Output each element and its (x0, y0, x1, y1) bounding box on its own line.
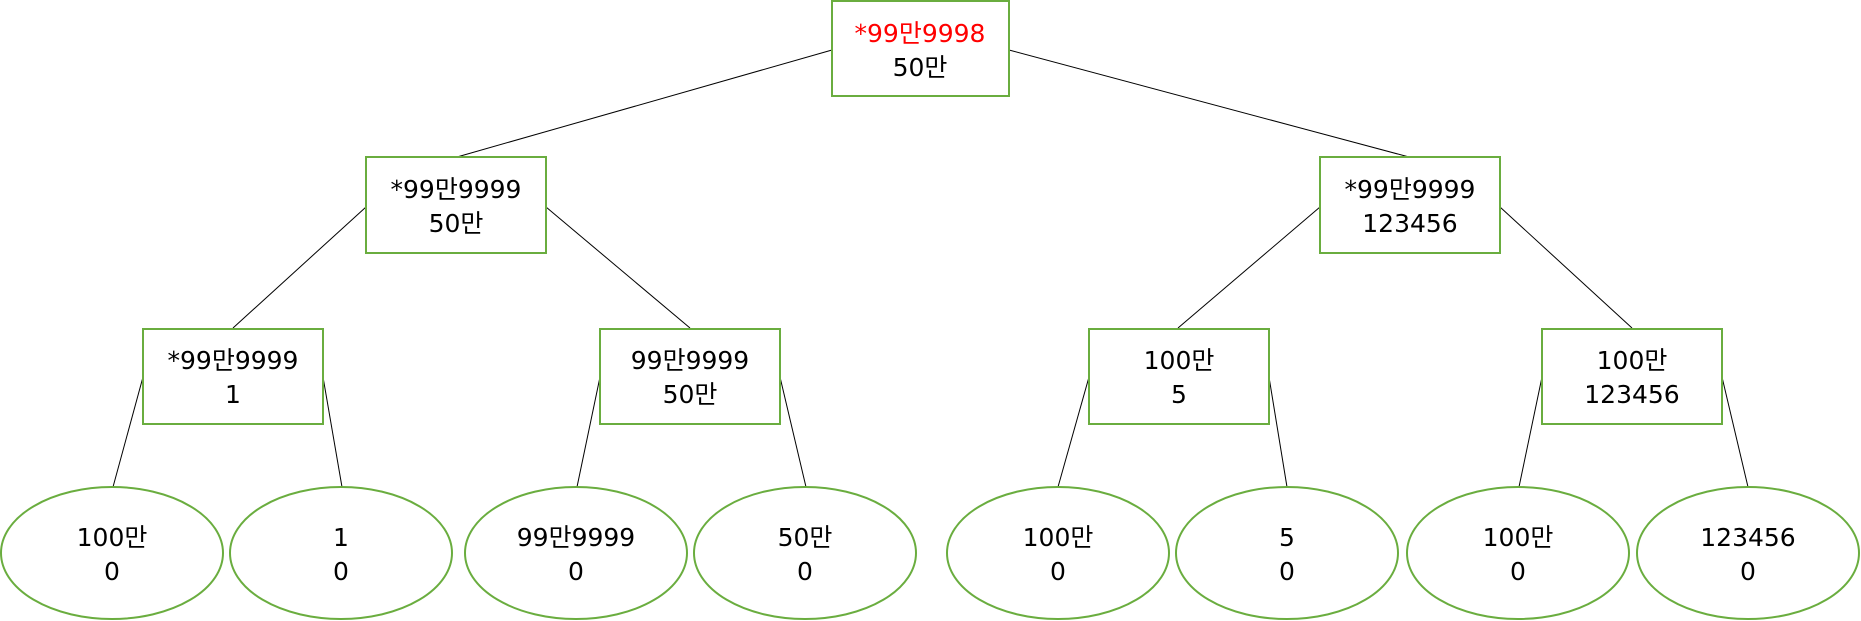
leaf-node-3: 99만9999 0 (464, 486, 688, 620)
edge-l2-c-leaf-6 (1268, 376, 1288, 488)
tree-edges (112, 49, 1749, 488)
node-root: *99만9998 50만 (831, 0, 1010, 97)
leaf-node-1: 100만 0 (0, 486, 224, 620)
leaf-node-7-value: 100만 (1483, 523, 1554, 552)
leaf-node-1-value: 100만 (77, 523, 148, 552)
node-l2-a-value: *99만9999 (168, 346, 299, 375)
leaf-node-8-count: 0 (1740, 557, 1756, 586)
node-root-value: *99만9998 (855, 19, 986, 48)
leaf-node-2-value: 1 (333, 523, 349, 552)
node-l2-c-count: 5 (1171, 380, 1187, 409)
edge-l2-c-leaf-5 (1057, 376, 1090, 488)
node-l2-c: 100만 5 (1088, 328, 1270, 425)
node-l1-left-count: 50만 (429, 209, 484, 238)
leaf-node-2: 1 0 (229, 486, 453, 620)
leaf-node-4: 50만 0 (693, 486, 917, 620)
leaf-node-5-count: 0 (1050, 557, 1066, 586)
node-l1-left-box (365, 156, 547, 254)
node-l2-a-box (142, 328, 324, 425)
edge-l1-left-l2-b (545, 206, 691, 329)
edge-l2-a-leaf-2 (322, 376, 343, 488)
node-l2-d: 100만 123456 (1541, 328, 1723, 425)
leaf-node-6: 5 0 (1175, 486, 1399, 620)
leaf-node-3-value: 99만9999 (517, 523, 635, 552)
node-l2-c-value: 100만 (1144, 346, 1215, 375)
leaf-node-6-count: 0 (1279, 557, 1295, 586)
leaf-node-5-ellipse (946, 486, 1170, 620)
leaf-node-3-ellipse (464, 486, 688, 620)
node-l2-c-box (1088, 328, 1270, 425)
leaf-node-1-count: 0 (104, 557, 120, 586)
leaf-node-7-count: 0 (1510, 557, 1526, 586)
leaf-node-4-value: 50만 (778, 523, 833, 552)
edge-l2-b-leaf-3 (576, 376, 601, 488)
node-l1-left-value: *99만9999 (391, 175, 522, 204)
node-l1-left: *99만9999 50만 (365, 156, 547, 254)
leaf-node-4-count: 0 (797, 557, 813, 586)
node-l2-d-value: 100만 (1597, 346, 1668, 375)
node-root-box (831, 0, 1010, 97)
leaf-node-3-count: 0 (568, 557, 584, 586)
edge-l2-d-leaf-7 (1518, 376, 1543, 488)
leaf-node-7: 100만 0 (1406, 486, 1630, 620)
leaf-node-7-ellipse (1406, 486, 1630, 620)
leaf-node-6-value: 5 (1279, 523, 1295, 552)
node-l2-b-count: 50만 (663, 380, 718, 409)
node-root-count: 50만 (893, 53, 948, 82)
edge-l2-b-leaf-4 (779, 376, 807, 488)
edge-l1-left-l2-a (232, 206, 367, 329)
leaf-node-2-ellipse (229, 486, 453, 620)
node-l1-right: *99만9999 123456 (1319, 156, 1501, 254)
edge-l1-right-l2-d (1499, 206, 1633, 329)
node-l2-d-count: 123456 (1584, 380, 1679, 409)
edge-l1-right-l2-c (1177, 206, 1321, 329)
node-l2-a: *99만9999 1 (142, 328, 324, 425)
leaf-node-1-ellipse (0, 486, 224, 620)
edge-l2-a-leaf-1 (112, 376, 144, 488)
leaf-node-4-ellipse (693, 486, 917, 620)
leaf-node-8-value: 123456 (1700, 523, 1795, 552)
node-l2-a-count: 1 (225, 380, 241, 409)
node-l2-b-value: 99만9999 (631, 346, 749, 375)
leaf-node-5: 100만 0 (946, 486, 1170, 620)
edge-root-l1-left (456, 49, 833, 158)
leaf-node-8-ellipse (1636, 486, 1860, 620)
node-l2-b-box (599, 328, 781, 425)
node-l2-d-box (1541, 328, 1723, 425)
node-l1-right-count: 123456 (1362, 209, 1457, 238)
leaf-node-8: 123456 0 (1636, 486, 1860, 620)
node-l2-b: 99만9999 50만 (599, 328, 781, 425)
node-l1-right-value: *99만9999 (1345, 175, 1476, 204)
leaf-node-2-count: 0 (333, 557, 349, 586)
leaf-node-6-ellipse (1175, 486, 1399, 620)
edge-root-l1-right (1008, 49, 1410, 158)
edge-l2-d-leaf-8 (1721, 376, 1749, 488)
node-l1-right-box (1319, 156, 1501, 254)
leaf-node-5-value: 100만 (1023, 523, 1094, 552)
